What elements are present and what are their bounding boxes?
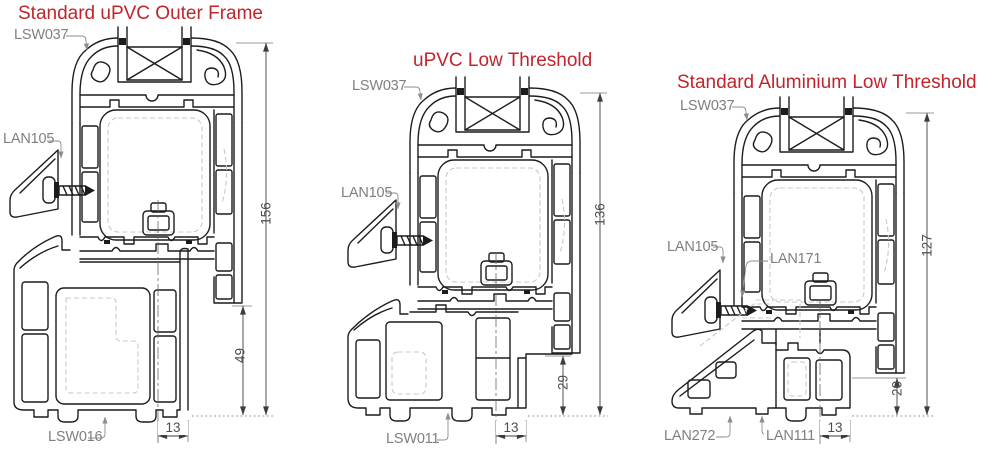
dimension-value-13: 13 <box>496 421 526 435</box>
profile-label-lan171: LAN171 <box>770 251 822 267</box>
profile-label-lsw037: LSW037 <box>352 78 407 94</box>
dimension-value-156: 156 <box>258 202 274 225</box>
profile-label-lsw011: LSW011 <box>386 431 440 447</box>
threshold-lan272-lan111-drawing <box>671 299 851 422</box>
label-leaders-left <box>49 35 108 439</box>
profile-label-lan105: LAN105 <box>3 131 55 147</box>
profile-label-lan105: LAN105 <box>341 185 393 201</box>
dimension-value-13: 13 <box>158 421 188 435</box>
label-leaders-middle <box>386 86 451 441</box>
diagram-title: uPVC Low Threshold <box>413 50 593 71</box>
diagram-standard-aluminium-low-threshold <box>671 96 935 444</box>
dimension-lines-left <box>157 42 274 442</box>
threshold-lsw011-drawing <box>347 298 573 422</box>
diagram-title: Standard uPVC Outer Frame <box>18 3 263 24</box>
diagram-standard-upvc-outer-frame <box>9 26 274 444</box>
profile-label-lan272: LAN272 <box>664 428 716 444</box>
profile-label-lsw016: LSW016 <box>48 429 103 445</box>
outer-frame-profile-drawing <box>733 96 905 374</box>
label-leaders-right <box>713 106 768 438</box>
dimension-value-49: 49 <box>232 347 248 364</box>
diagram-upvc-low-threshold <box>347 76 608 444</box>
dimension-value-20: 20 <box>889 380 905 397</box>
profile-label-lsw037: LSW037 <box>680 98 735 114</box>
profile-label-lsw037: LSW037 <box>14 27 69 43</box>
dimension-value-127: 127 <box>919 234 935 257</box>
dimension-value-13: 13 <box>820 421 850 435</box>
cill-lsw016-drawing <box>13 234 189 423</box>
diagram-title: Standard Aluminium Low Threshold <box>677 72 977 93</box>
profile-label-lan111: LAN111 <box>766 428 816 444</box>
dimension-value-136: 136 <box>592 203 608 226</box>
dimension-value-29: 29 <box>555 374 571 391</box>
profile-label-lan105: LAN105 <box>667 239 719 255</box>
